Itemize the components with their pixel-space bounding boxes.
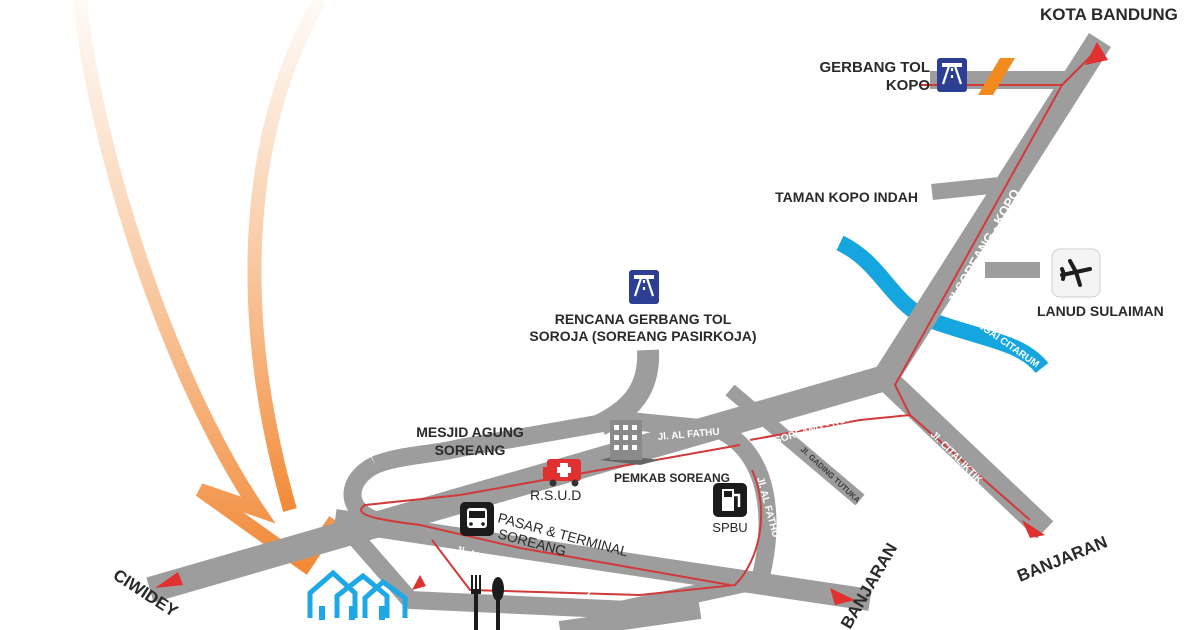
bus-icon [460, 502, 494, 536]
label-mesjid-soreang: SOREANG [435, 442, 506, 458]
toll-road-icon [937, 58, 967, 92]
houses-icon [307, 569, 408, 620]
label-banjaran-bottom: BANJARAN [837, 540, 901, 630]
toll-gate-barrier [978, 58, 1015, 95]
building-icon [600, 420, 660, 465]
label-spbu: SPBU [712, 520, 747, 535]
road-label-gading-tutuka: Jl. GADING TUTUKA [799, 445, 863, 505]
label-taman-kopo: TAMAN KOPO INDAH [775, 189, 918, 205]
label-gerbang-tol: GERBANG TOL [819, 59, 930, 76]
fuel-pump-icon [713, 483, 747, 517]
decorative-arcs [73, 0, 341, 575]
label-pemkab: PEMKAB SOREANG [614, 471, 730, 485]
toll-road-icon [629, 270, 659, 304]
direction-arrows [155, 42, 1108, 605]
label-rencana: RENCANA GERBANG TOL [555, 311, 732, 327]
ambulance-icon [543, 459, 581, 487]
label-lanud: LANUD SULAIMAN [1037, 303, 1164, 319]
route-line [360, 54, 1093, 596]
road-label-al-fathu: Jl. AL FATHU [657, 427, 720, 443]
label-banjaran-right: BANJARAN [1014, 532, 1110, 585]
label-rsud: R.S.U.D [530, 487, 581, 503]
label-soroja: SOROJA (SOREANG PASIRKOJA) [529, 328, 756, 344]
fork-knife-icon [471, 575, 504, 630]
airplane-icon [1051, 248, 1101, 298]
label-gerbang-tol-kopo: KOPO [886, 77, 931, 94]
label-mesjid: MESJID AGUNG [416, 424, 524, 440]
label-kota-bandung: KOTA BANDUNG [1040, 5, 1178, 24]
